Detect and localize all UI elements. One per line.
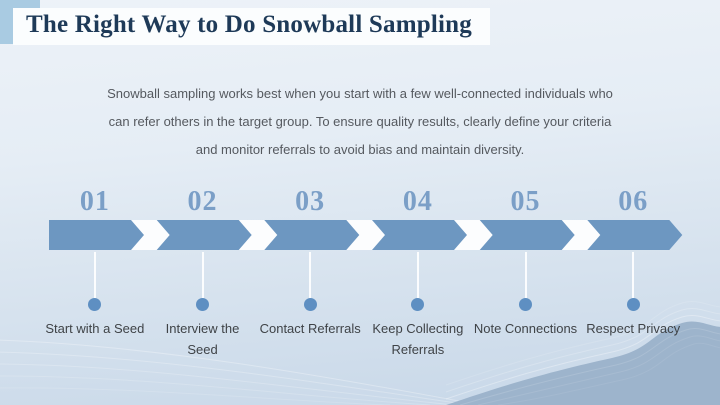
wave-contour-line [445,315,720,400]
wave-contour-line [0,387,391,405]
intro-line: and monitor referrals to avoid bias and … [195,142,525,157]
step-number: 01 [79,186,110,217]
arrow-separator [344,220,387,250]
step-arrow-1 [49,220,144,250]
step-label: Respect Privacy [586,321,681,336]
arrow-separator [129,220,172,250]
page-title: The Right Way to Do Snowball Sampling [26,11,472,38]
step-connector-line [309,252,312,298]
wave-contour-line [0,351,471,405]
step-column-6: 06 Respect Privacy [579,186,687,360]
step-dot [303,298,317,311]
step-arrow-4 [372,220,467,250]
wave-contour-line [0,339,481,405]
step-label: Start with a Seed [45,321,145,336]
wave-contour-line [477,335,720,405]
wave-contour-line [445,301,720,386]
step-number: 02 [187,186,218,217]
step-label: Interview the Seed [165,321,240,357]
step-arrow-3 [264,220,360,250]
wave-contour-line [0,363,456,405]
arrow-space [41,218,149,252]
step-arrow-6 [587,220,683,250]
arrow-space [256,218,364,252]
step-label: Note Connections [473,321,578,336]
arrow-separator [559,220,603,250]
step-dot [88,298,102,311]
wave-contour-line [497,342,720,405]
arrow-space [472,218,580,252]
wave-contour-line [459,328,720,405]
intro-line: Snowball sampling works best when you st… [107,86,613,101]
bottom-right-wave [446,321,720,405]
step-label: Keep Collecting Referrals [372,321,464,357]
step-dot [411,298,425,311]
step-column-5: 05 Note Connections [472,186,580,360]
arrow-separator [452,220,495,250]
step-number: 03 [295,186,326,217]
step-dot [519,298,533,311]
step-number: 05 [510,186,541,217]
step-column-2: 02 Interview the Seed [149,186,257,360]
step-dot [626,298,640,311]
step-column-1: 01 Start with a Seed [41,186,149,360]
step-number: 06 [618,186,649,217]
step-label: Contact Referrals [259,321,361,336]
step-connector-line [201,252,204,298]
step-connector-line [524,252,527,298]
arrow-space [149,218,257,252]
step-arrow-2 [156,220,252,250]
step-dot [196,298,209,311]
arrow-space [364,218,472,252]
step-connector-line [632,252,635,298]
arrow-separator [236,220,280,250]
intro-paragraph: Snowball sampling works best when you st… [60,80,660,164]
process-arrows [49,220,683,250]
wave-contour-line [0,375,431,405]
arrow-space [579,218,687,252]
steps-timeline: 01 Start with a Seed 02 Interview the Se… [41,186,687,360]
wave-contour-line [445,308,720,393]
step-arrow-5 [479,220,575,250]
intro-line: can refer others in the target group. To… [108,114,612,129]
step-column-4: 04 Keep Collecting Referrals [364,186,472,360]
step-connector-line [93,252,96,298]
step-connector-line [416,252,419,298]
step-column-3: 03 Contact Referrals [256,186,364,360]
title-bar: The Right Way to Do Snowball Sampling [13,8,490,45]
step-number: 04 [402,186,433,217]
